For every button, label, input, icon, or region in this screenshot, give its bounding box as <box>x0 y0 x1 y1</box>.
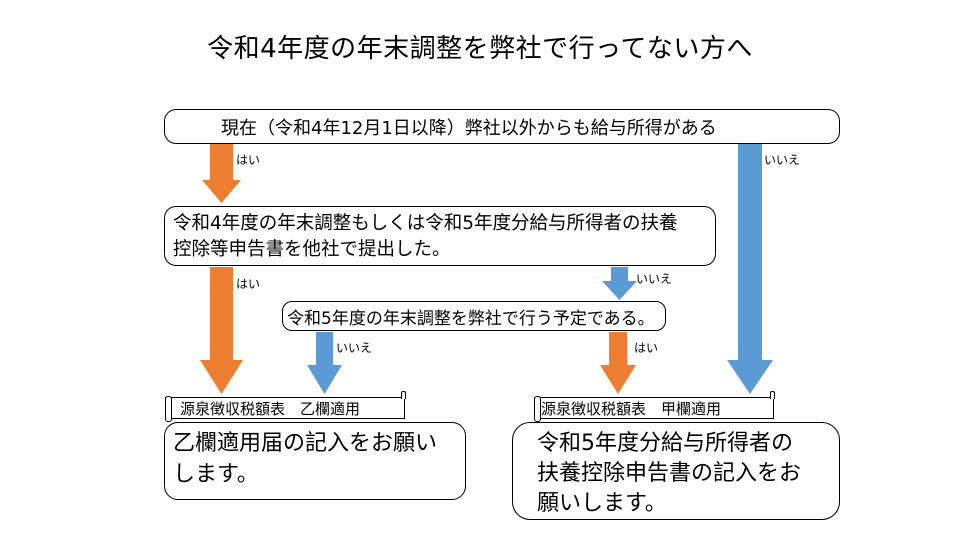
scroll-curl-right <box>401 391 406 399</box>
scroll-curl-right <box>770 391 775 399</box>
banner-text: 源泉徴収税額表 甲欄適用 <box>541 399 722 418</box>
question-text: 令和5年度の年末調整を弊社で行う予定である。 <box>287 308 655 329</box>
result-banner-kou: 源泉徴収税額表 甲欄適用 <box>534 391 775 422</box>
result-box-otsu: 乙欄適用届の記入をお願い します。 <box>164 422 466 500</box>
question-current-income: 現在（令和4年12月1日以降）弊社以外からも給与所得がある <box>164 109 840 144</box>
label-q2-yes: はい <box>236 277 261 291</box>
arrow-q3-no <box>307 332 342 394</box>
result-text-line-3: 願いします。 <box>537 491 667 516</box>
arrow-q2-no <box>602 267 637 300</box>
question-text-line-2: 控除等申告書を他社で提出した。 <box>173 239 451 260</box>
question-text-line-1: 令和4年度の年末調整もしくは令和5年度分給与所得者の扶養 <box>173 213 678 234</box>
scroll-curl-left <box>165 396 172 422</box>
question-text: 現在（令和4年12月1日以降）弊社以外からも給与所得がある <box>221 117 717 139</box>
label-q3-yes: はい <box>634 341 659 355</box>
result-text-line-2: 扶養控除申告書の記入をお <box>537 461 802 486</box>
arrow-q1-no <box>727 144 773 394</box>
question-submitted-elsewhere: 令和4年度の年末調整もしくは令和5年度分給与所得者の扶養 控除等申告書を他社で提… <box>164 206 716 266</box>
arrow-q3-yes <box>600 332 636 394</box>
label-q1-no: いいえ <box>764 153 801 167</box>
banner-text: 源泉徴収税額表 乙欄適用 <box>180 399 361 418</box>
result-text-line-1: 乙欄適用届の記入をお願い <box>173 431 438 456</box>
arrow-q1-yes <box>202 144 241 203</box>
arrow-q2-yes <box>200 267 243 394</box>
page-title: 令和4年度の年末調整を弊社で行ってない方へ <box>207 34 753 64</box>
question-plan-adjustment: 令和5年度の年末調整を弊社で行う予定である。 <box>282 301 666 331</box>
label-q2-no: いいえ <box>636 272 673 286</box>
label-q1-yes: はい <box>236 153 261 167</box>
result-text-line-2: します。 <box>173 462 259 487</box>
label-q3-no: いいえ <box>336 341 373 355</box>
scroll-curl-left <box>534 396 541 422</box>
result-text-line-1: 令和5年度分給与所得者の <box>537 431 793 456</box>
result-box-kou: 令和5年度分給与所得者の 扶養控除申告書の記入をお 願いします。 <box>512 422 840 520</box>
result-banner-otsu: 源泉徴収税額表 乙欄適用 <box>165 391 406 422</box>
